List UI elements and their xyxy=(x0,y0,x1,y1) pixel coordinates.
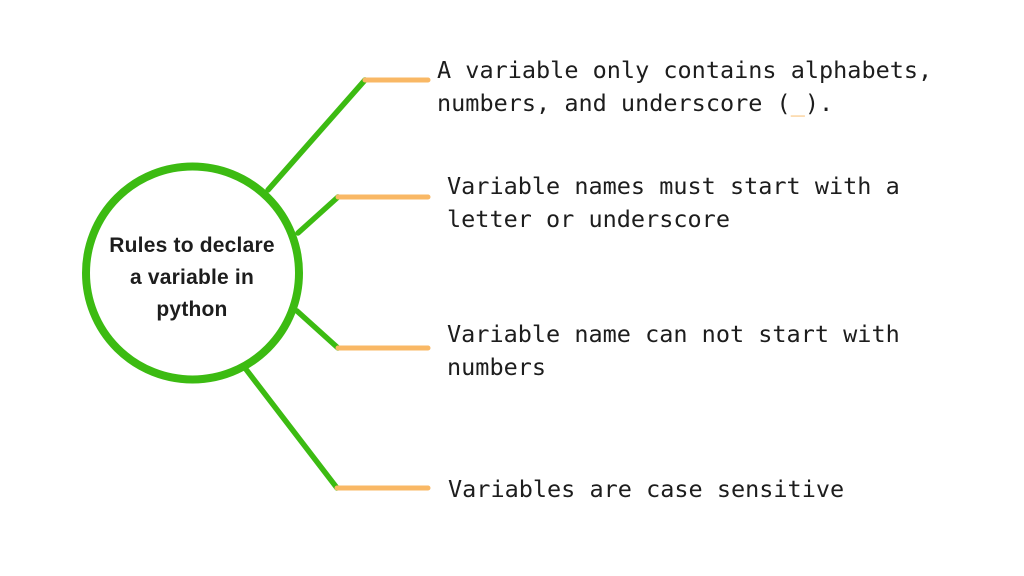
branch-4-green-line xyxy=(242,365,340,491)
rule-text: A variable only contains alphabets, numb… xyxy=(437,56,933,117)
rule-text: Variable names must start with a letter … xyxy=(447,172,900,233)
rule-text: Variable name can not start with numbers xyxy=(447,320,900,381)
rule-item-alphabets: A variable only contains alphabets, numb… xyxy=(437,54,932,120)
branch-1-green-line xyxy=(265,77,368,193)
branch-3-green-line xyxy=(294,308,341,351)
rule-item-no-number-start: Variable name can not start with numbers xyxy=(447,318,900,384)
rule-item-case-sensitive: Variables are case sensitive xyxy=(448,473,844,506)
rule-text: Variables are case sensitive xyxy=(448,475,845,503)
center-node-label: Rules to declare a variable in python xyxy=(109,234,275,321)
rule-text: ). xyxy=(804,89,834,117)
branch-2-green-line xyxy=(295,194,341,236)
rule-item-start-letter: Variable names must start with a letter … xyxy=(447,170,900,236)
rule-text-underscore-highlight: _ xyxy=(790,89,805,117)
center-circle xyxy=(82,162,303,384)
